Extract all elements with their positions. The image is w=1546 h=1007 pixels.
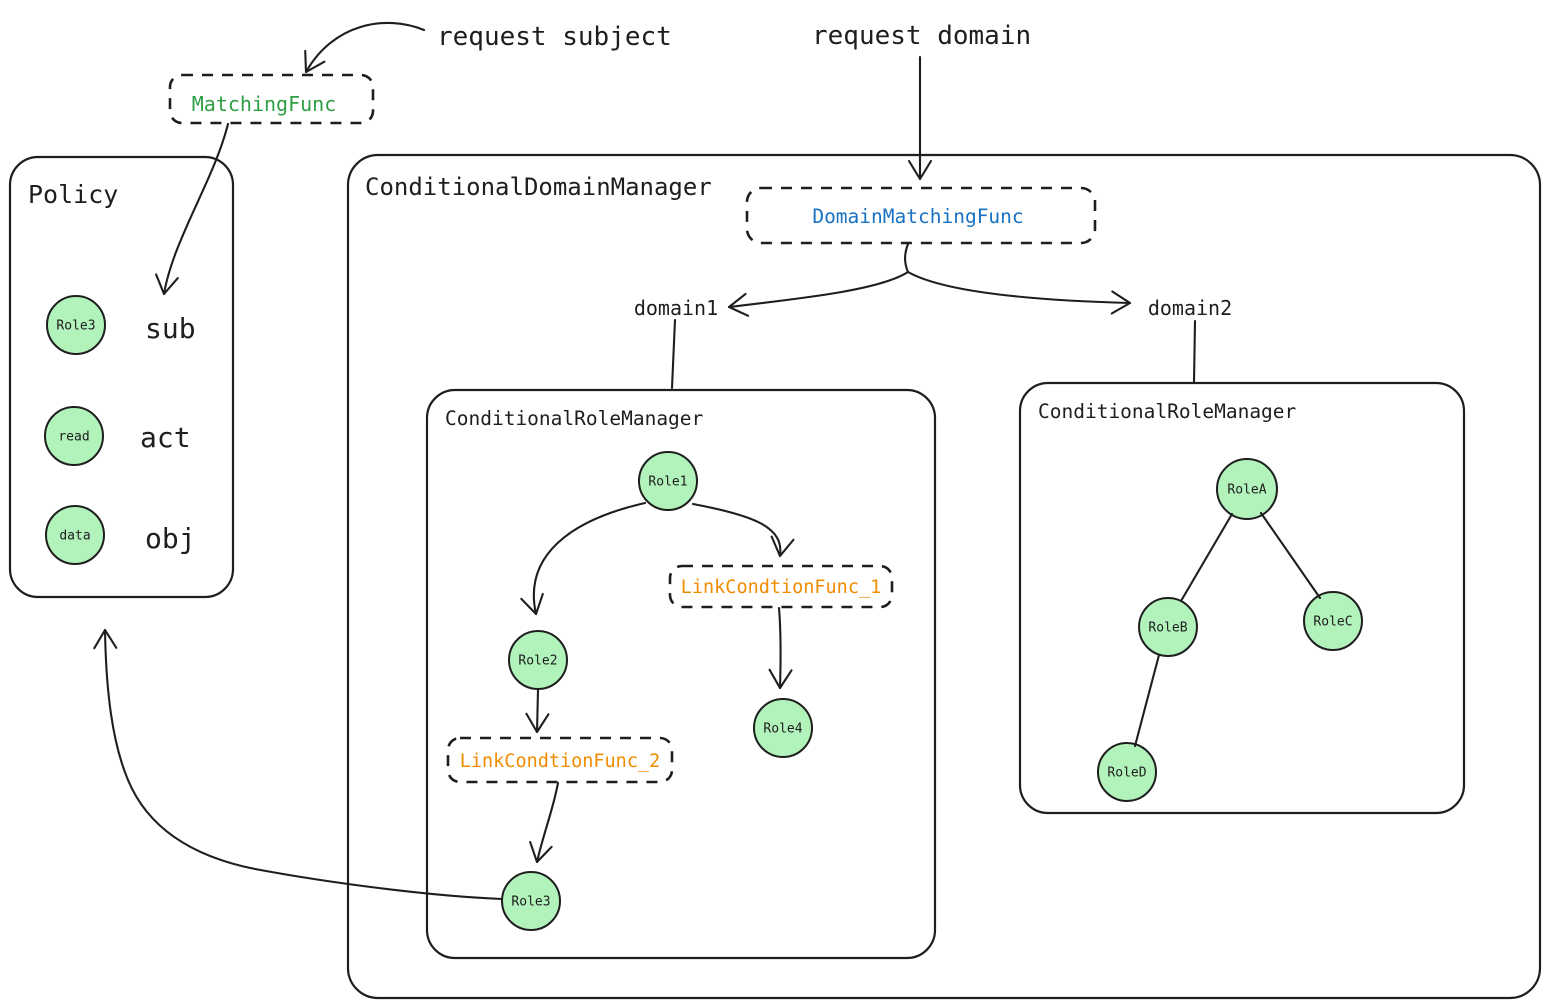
node-roleB-label: RoleB xyxy=(1148,621,1187,636)
role3-to-policy-arrow xyxy=(93,628,504,901)
domain2-label: domain2 xyxy=(1148,296,1232,320)
policy-node-read xyxy=(44,406,104,466)
role-manager-domain2-title: ConditionalRoleManager xyxy=(1038,400,1296,423)
link-condition-func-1-box xyxy=(668,564,894,609)
linkfunc1-to-role4-arrow xyxy=(768,606,793,690)
roleB-roleD-line xyxy=(1133,653,1161,748)
link-condition-func-2-box xyxy=(446,736,674,784)
roleA-roleB-line xyxy=(1179,512,1234,603)
role1-to-linkfunc1-arrow xyxy=(691,502,795,558)
policy-node-role3-label: Role3 xyxy=(56,319,95,334)
fork-stem xyxy=(903,242,910,274)
policy-field-obj: obj xyxy=(145,522,196,555)
node-role4 xyxy=(753,698,813,758)
node-roleD-label: RoleD xyxy=(1107,766,1146,781)
node-roleC xyxy=(1303,591,1363,651)
node-roleA xyxy=(1216,458,1278,520)
matching-func-label: MatchingFunc xyxy=(192,92,337,116)
node-role3 xyxy=(501,871,561,931)
node-role3-label: Role3 xyxy=(511,895,550,910)
policy-box xyxy=(8,155,235,599)
policy-title: Policy xyxy=(28,180,118,209)
node-roleB xyxy=(1138,597,1198,657)
fork-to-domain2-arrow xyxy=(906,270,1132,315)
node-role4-label: Role4 xyxy=(763,722,802,737)
request-domain-label: request domain xyxy=(812,21,1031,51)
policy-field-sub: sub xyxy=(145,312,196,345)
request-subject-label: request subject xyxy=(437,22,672,52)
matching-func-box xyxy=(168,73,375,125)
conditional-domain-manager-title: ConditionalDomainManager xyxy=(365,173,712,201)
policy-node-role3 xyxy=(46,295,106,355)
role-manager-domain2-box xyxy=(1018,381,1466,815)
node-roleC-label: RoleC xyxy=(1313,615,1352,630)
policy-node-read-label: read xyxy=(58,430,89,445)
role2-to-linkfunc2-arrow xyxy=(525,688,550,734)
domain2-to-rolemanager-line xyxy=(1192,319,1197,384)
policy-node-data xyxy=(45,505,105,565)
role-manager-domain1-title: ConditionalRoleManager xyxy=(445,407,703,430)
roleA-roleC-line xyxy=(1259,511,1322,600)
matchingfunc-to-sub-arrow xyxy=(155,122,230,296)
domain-matching-func-label: DomainMatchingFunc xyxy=(812,205,1023,228)
node-roleA-label: RoleA xyxy=(1227,483,1266,498)
role1-to-role2-arrow xyxy=(520,501,647,616)
node-role1-label: Role1 xyxy=(648,475,687,490)
domain1-to-rolemanager-line xyxy=(670,318,677,390)
domain1-label: domain1 xyxy=(634,296,718,320)
fork-to-domain1-arrow xyxy=(727,270,910,317)
node-role1 xyxy=(638,451,698,511)
node-role2-label: Role2 xyxy=(518,654,557,669)
domain-matching-func-box xyxy=(745,186,1097,245)
policy-field-act: act xyxy=(140,421,191,454)
link-condition-func-1-label: LinkCondtionFunc_1 xyxy=(681,577,881,598)
link-condition-func-2-label: LinkCondtionFunc_2 xyxy=(460,751,660,772)
role-manager-domain1-box xyxy=(425,388,937,960)
request-subject-to-matchingfunc-arrow xyxy=(304,21,426,74)
linkfunc2-to-role3-arrow xyxy=(529,781,560,864)
policy-node-data-label: data xyxy=(59,529,90,544)
node-roleD xyxy=(1097,742,1157,802)
